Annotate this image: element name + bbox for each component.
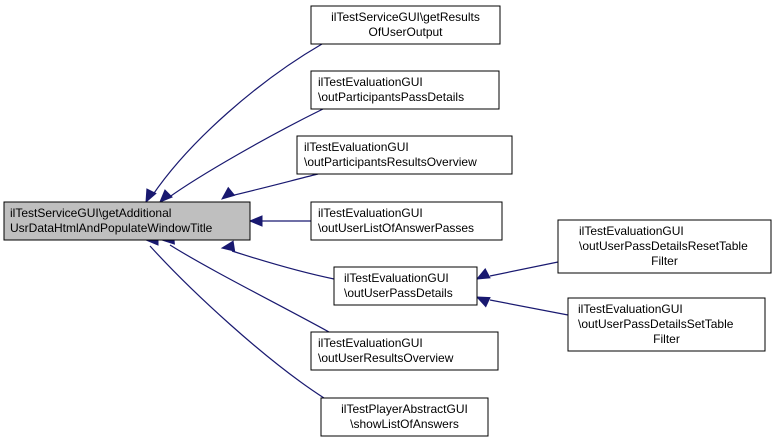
arrowhead-icon xyxy=(159,189,173,203)
node-out-user-results-overview[interactable]: ilTestEvaluationGUI \outUserResultsOverv… xyxy=(310,331,499,371)
node-n7-box xyxy=(320,397,489,437)
node-n9-line-3: Filter xyxy=(653,332,680,346)
node-n2-line-2: \outParticipantsPassDetails xyxy=(318,90,464,104)
node-n9-line-2: \outUserPassDetailsSetTable xyxy=(578,317,734,331)
arrowhead-icon xyxy=(220,240,236,252)
node-root-box xyxy=(3,201,251,241)
node-n2-line-1: ilTestEvaluationGUI xyxy=(318,75,423,89)
node-n6-line-1: ilTestEvaluationGUI xyxy=(318,336,423,350)
node-n5-box xyxy=(333,266,478,306)
node-n2-box xyxy=(310,70,500,110)
edge-line xyxy=(231,250,335,280)
node-root-line-2: UsrDataHtmlAndPopulateWindowTitle xyxy=(10,221,213,235)
node-n6-line-2: \outUserResultsOverview xyxy=(318,351,454,365)
edge-line xyxy=(489,299,569,316)
node-n7-line-1: ilTestPlayerAbstractGUI xyxy=(341,402,468,416)
arrowhead-icon xyxy=(475,268,491,280)
edge-line xyxy=(489,261,559,277)
arrowhead-icon xyxy=(220,186,236,200)
node-n8-box xyxy=(557,219,772,274)
node-show-list-of-answers[interactable]: ilTestPlayerAbstractGUI \showListOfAnswe… xyxy=(320,397,489,437)
edge-n6-to-root xyxy=(160,233,330,333)
node-n3-line-2: \outParticipantsResultsOverview xyxy=(304,155,477,169)
node-out-user-list-of-answer-passes[interactable]: ilTestEvaluationGUI \outUserListOfAnswer… xyxy=(310,201,503,241)
node-n4-line-1: ilTestEvaluationGUI xyxy=(318,206,423,220)
node-n4-line-2: \outUserListOfAnswerPasses xyxy=(318,221,474,235)
edge-n2-to-root xyxy=(159,108,324,203)
edge-n5-to-root xyxy=(220,240,335,280)
node-n4-box xyxy=(310,201,503,241)
arrowhead-icon xyxy=(248,215,263,227)
edge-n1-to-root xyxy=(145,43,323,204)
edge-line xyxy=(229,173,319,197)
node-n1-line-2: OfUserOutput xyxy=(368,25,443,39)
edge-line xyxy=(167,108,324,199)
node-n5-line-1: ilTestEvaluationGUI xyxy=(344,271,449,285)
edges xyxy=(144,43,569,399)
edge-n8-to-n5 xyxy=(475,261,559,280)
node-out-user-pass-details-set-table-filter[interactable]: ilTestEvaluationGUI \outUserPassDetailsS… xyxy=(567,297,766,352)
node-n1-line-1: ilTestServiceGUI\getResults xyxy=(331,10,480,24)
arrowhead-icon xyxy=(475,296,491,308)
node-n8-line-3: Filter xyxy=(651,254,678,268)
node-out-user-pass-details-reset-table-filter[interactable]: ilTestEvaluationGUI \outUserPassDetailsR… xyxy=(557,219,772,274)
edge-n3-to-root xyxy=(220,173,319,200)
node-n1-box xyxy=(310,5,501,45)
node-n9-line-1: ilTestEvaluationGUI xyxy=(578,302,683,316)
arrowhead-icon xyxy=(145,188,157,204)
node-out-participants-results-overview[interactable]: ilTestEvaluationGUI \outParticipantsResu… xyxy=(296,135,513,175)
node-get-results-of-user-output[interactable]: ilTestServiceGUI\getResults OfUserOutput xyxy=(310,5,501,45)
node-n8-line-2: \outUserPassDetailsResetTable xyxy=(579,239,748,253)
edge-n7-to-root xyxy=(144,234,325,399)
node-n3-box xyxy=(296,135,513,175)
node-n9-box xyxy=(567,297,766,352)
edge-n4-to-root xyxy=(248,215,311,227)
edge-line xyxy=(149,245,325,399)
node-n6-box xyxy=(310,331,499,371)
node-root[interactable]: ilTestServiceGUI\getAdditional UsrDataHt… xyxy=(3,201,251,241)
node-n5-line-2: \outUserPassDetails xyxy=(344,286,453,300)
node-n3-line-1: ilTestEvaluationGUI xyxy=(304,140,409,154)
node-n7-line-2: \showListOfAnswers xyxy=(350,417,459,431)
node-out-participants-pass-details[interactable]: ilTestEvaluationGUI \outParticipantsPass… xyxy=(310,70,500,110)
edge-n9-to-n5 xyxy=(475,296,569,316)
node-n8-line-1: ilTestEvaluationGUI xyxy=(579,224,684,238)
node-root-line-1: ilTestServiceGUI\getAdditional xyxy=(10,206,171,220)
node-out-user-pass-details[interactable]: ilTestEvaluationGUI \outUserPassDetails xyxy=(333,266,478,306)
edge-line xyxy=(151,43,323,197)
edge-line xyxy=(169,244,330,333)
